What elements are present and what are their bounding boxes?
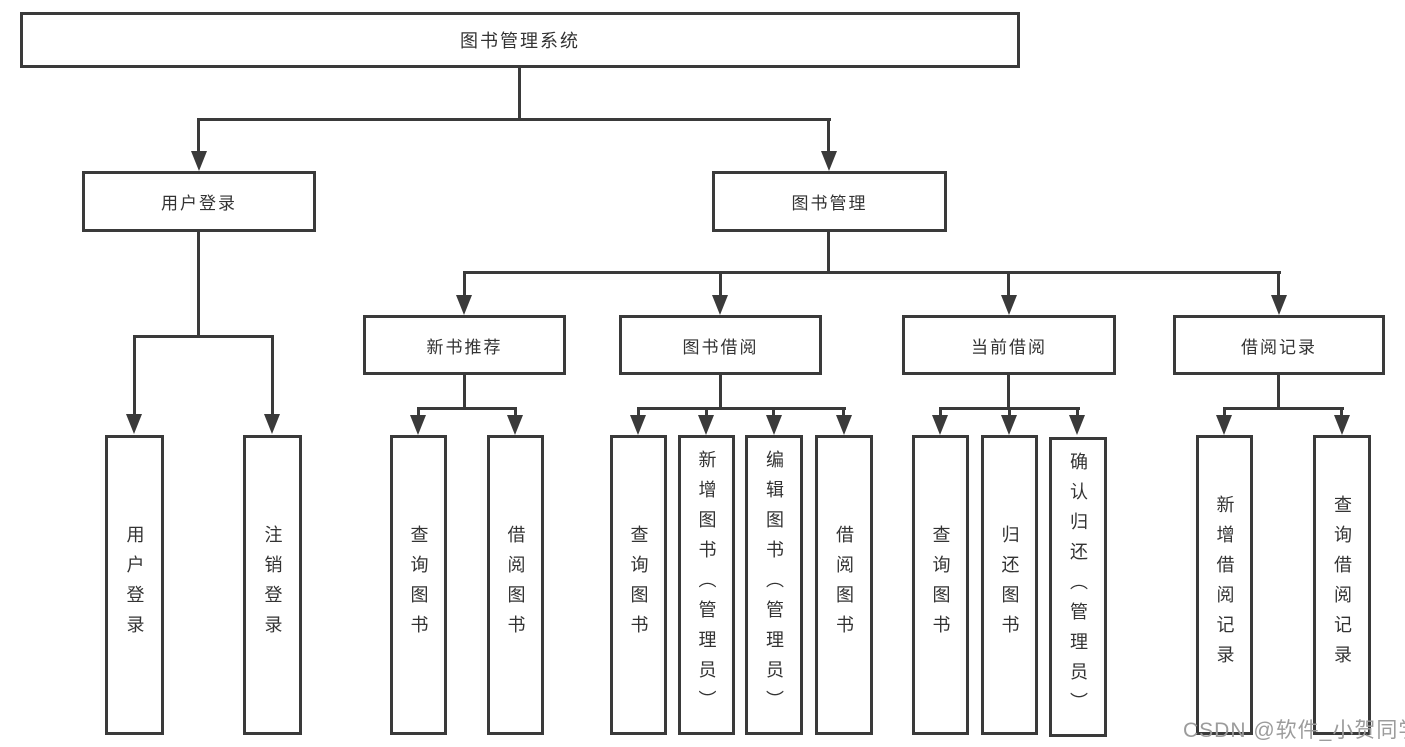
leaf-edit-book-admin: 编辑图书（管理员） xyxy=(745,435,803,735)
arrow-leaf-logout xyxy=(264,414,280,434)
leaf-borrow-query-books-label: 查询图书 xyxy=(628,525,649,645)
connector-user-login-hline xyxy=(133,335,274,338)
node-borrow-records: 借阅记录 xyxy=(1173,315,1385,375)
arrow-book-mgmt xyxy=(821,151,837,171)
arrow-borrowrecords xyxy=(1271,295,1287,315)
arrow-newbook xyxy=(456,295,472,315)
connector-root-stub xyxy=(518,68,521,118)
arrow-B1 xyxy=(630,415,646,435)
node-current-borrow-label: 当前借阅 xyxy=(971,337,1047,357)
node-book-borrow-label: 图书借阅 xyxy=(682,337,759,357)
leaf-user-login-label: 用户登录 xyxy=(124,525,145,645)
node-new-book-recommend-label: 新书推荐 xyxy=(426,337,503,357)
leaf-borrow-query-books: 查询图书 xyxy=(610,435,667,735)
connector-D1-stem xyxy=(1223,407,1226,417)
connector-groupA-hline xyxy=(417,407,517,410)
arrow-A2 xyxy=(507,415,523,435)
leaf-current-query-books-label: 查询图书 xyxy=(930,525,951,645)
leaf-add-book-admin: 新增图书（管理员） xyxy=(678,435,735,735)
node-new-book-recommend: 新书推荐 xyxy=(363,315,566,375)
leaf-user-login: 用户登录 xyxy=(105,435,164,735)
leaf-confirm-return-admin-label: 确认归还（管理员） xyxy=(1068,452,1088,722)
leaf-borrow-book: 借阅图书 xyxy=(815,435,873,735)
arrow-B3 xyxy=(766,415,782,435)
leaf-newbook-borrow-books-label: 借阅图书 xyxy=(505,525,526,645)
connector-D2-stem xyxy=(1340,407,1343,417)
leaf-borrow-book-label: 借阅图书 xyxy=(834,525,854,645)
leaf-logout-label: 注销登录 xyxy=(262,525,283,645)
connector-A1-stem xyxy=(417,407,420,417)
connector-B3-stem xyxy=(772,407,775,417)
connector-user-login-stub xyxy=(197,232,200,335)
arrow-currentborrow xyxy=(1001,295,1017,315)
arrow-B4 xyxy=(836,415,852,435)
node-root-label: 图书管理系统 xyxy=(460,31,580,51)
leaf-logout: 注销登录 xyxy=(243,435,302,735)
arrow-A1 xyxy=(410,415,426,435)
connector-groupB-hline xyxy=(637,407,846,410)
leaf-add-book-admin-label: 新增图书（管理员） xyxy=(696,450,717,720)
connector-groupD-stub xyxy=(1277,375,1280,407)
leaf-query-borrow-record-label: 查询借阅记录 xyxy=(1332,495,1352,675)
connector-leaf-user-login-stem xyxy=(133,335,136,415)
connector-A2-stem xyxy=(514,407,517,417)
leaf-confirm-return-admin: 确认归还（管理员） xyxy=(1049,437,1107,737)
arrow-D2 xyxy=(1334,415,1350,435)
connector-newbook-stem xyxy=(463,271,466,296)
connector-C1-stem xyxy=(939,407,942,417)
leaf-newbook-query-books-label: 查询图书 xyxy=(408,525,429,645)
node-user-login-label: 用户登录 xyxy=(161,194,237,213)
connector-book-mgmt-stem xyxy=(827,118,830,154)
connector-B4-stem xyxy=(842,407,845,417)
leaf-newbook-query-books: 查询图书 xyxy=(390,435,447,735)
arrow-bookborrow xyxy=(712,295,728,315)
leaf-edit-book-admin-label: 编辑图书（管理员） xyxy=(764,450,784,720)
connector-currentborrow-stem xyxy=(1007,271,1010,296)
node-user-login: 用户登录 xyxy=(82,171,316,232)
connector-B1-stem xyxy=(637,407,640,417)
connector-C3-stem xyxy=(1076,407,1079,417)
connector-leaf-logout-stem xyxy=(271,335,274,415)
arrow-C2 xyxy=(1001,415,1017,435)
leaf-return-book-label: 归还图书 xyxy=(999,525,1020,645)
node-book-borrow: 图书借阅 xyxy=(619,315,822,375)
watermark-csdn: CSDN @软件_小贺同学 xyxy=(1183,719,1405,742)
arrow-B2 xyxy=(698,415,714,435)
leaf-return-book: 归还图书 xyxy=(981,435,1038,735)
node-book-management-label: 图书管理 xyxy=(791,194,868,213)
arrow-C3 xyxy=(1069,415,1085,435)
node-borrow-records-label: 借阅记录 xyxy=(1241,337,1317,357)
connector-B2-stem xyxy=(705,407,708,417)
connector-book-mgmt-hline xyxy=(463,271,1281,274)
connector-bookborrow-stem xyxy=(719,271,722,296)
connector-groupC-stub xyxy=(1007,375,1010,407)
arrow-D1 xyxy=(1216,415,1232,435)
connector-book-mgmt-stub xyxy=(827,232,830,271)
arrow-user-login xyxy=(191,151,207,171)
connector-groupB-stub xyxy=(719,375,722,407)
leaf-current-query-books: 查询图书 xyxy=(912,435,969,735)
node-book-management: 图书管理 xyxy=(712,171,947,232)
leaf-query-borrow-record: 查询借阅记录 xyxy=(1313,435,1371,735)
arrow-leaf-user-login xyxy=(126,414,142,434)
leaf-add-borrow-record-label: 新增借阅记录 xyxy=(1214,495,1235,675)
connector-groupA-stub xyxy=(463,375,466,407)
connector-C2-stem xyxy=(1008,407,1011,417)
node-root: 图书管理系统 xyxy=(20,12,1020,68)
arrow-C1 xyxy=(932,415,948,435)
leaf-newbook-borrow-books: 借阅图书 xyxy=(487,435,544,735)
leaf-add-borrow-record: 新增借阅记录 xyxy=(1196,435,1253,735)
connector-groupD-hline xyxy=(1223,407,1344,410)
connector-borrowrecords-stem xyxy=(1277,271,1280,296)
connector-root-hline xyxy=(197,118,831,121)
node-current-borrow: 当前借阅 xyxy=(902,315,1116,375)
connector-user-login-stem xyxy=(197,118,200,154)
